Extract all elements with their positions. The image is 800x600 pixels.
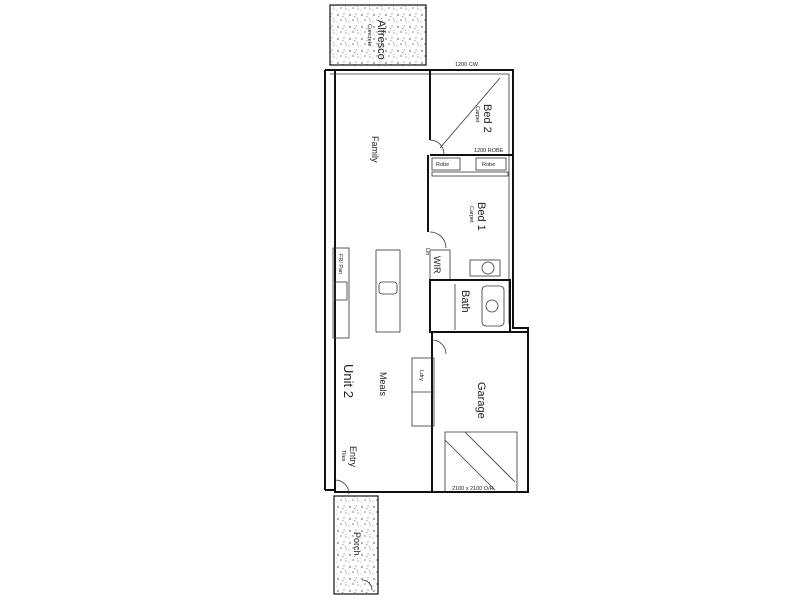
wir-label: WIR bbox=[432, 256, 442, 274]
alfresco-area bbox=[329, 4, 427, 66]
bath-label: Bath bbox=[459, 290, 471, 313]
bed2-note: Carpet bbox=[474, 106, 480, 123]
robe-label-2: Robe bbox=[482, 162, 495, 168]
family-label: Family bbox=[370, 136, 380, 163]
ldry-label: Ldry bbox=[418, 370, 424, 381]
bed2-label: Bed 2 bbox=[481, 104, 493, 133]
lin-label: Lin bbox=[424, 248, 430, 255]
robe-label-1: Robe bbox=[436, 162, 449, 168]
garage-dimension-label: 2100 x 2100 O/H bbox=[452, 486, 494, 492]
bed1-label: Bed 1 bbox=[475, 202, 487, 231]
entry-label: Entry bbox=[348, 446, 358, 468]
garage-label: Garage bbox=[475, 382, 487, 419]
meals-label: Meals bbox=[378, 372, 388, 397]
bed2-dimension-label: 1200 ROBE bbox=[474, 148, 504, 154]
interior-walls bbox=[332, 70, 528, 591]
bed1-note: Carpet bbox=[468, 206, 474, 223]
alfresco-note: Concrete bbox=[366, 24, 372, 46]
fridge-label: FR/ Pan bbox=[337, 254, 343, 274]
porch-label: Porch bbox=[352, 532, 362, 556]
top-dimension-label: 1200 CW bbox=[455, 62, 479, 68]
alfresco-label: Alfresco bbox=[375, 20, 387, 60]
porch-area bbox=[333, 495, 379, 595]
unit-label: Unit 2 bbox=[341, 364, 356, 398]
entry-note: Tiles bbox=[340, 450, 346, 462]
